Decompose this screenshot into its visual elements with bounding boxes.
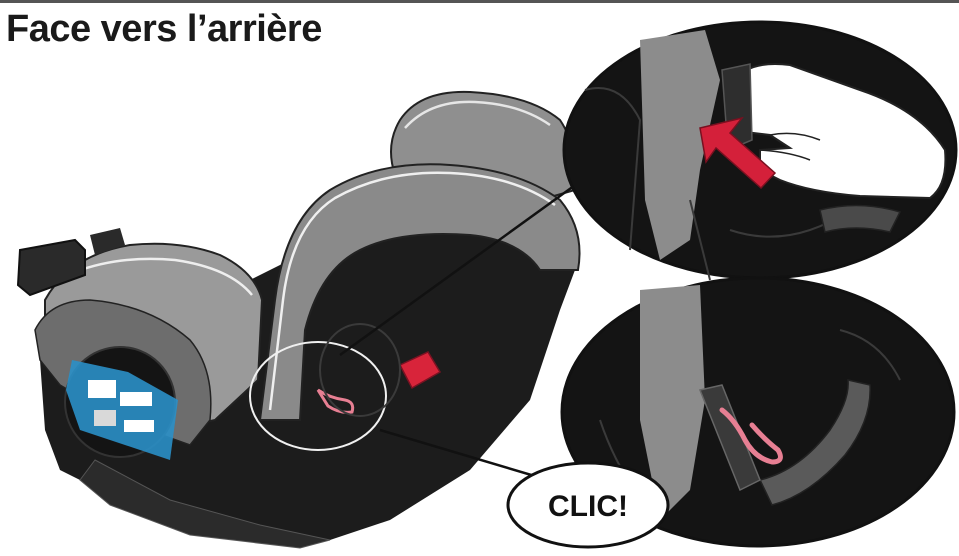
clic-label: CLIC!	[548, 490, 628, 523]
front-grip	[16, 238, 86, 297]
red-release-button	[398, 351, 442, 390]
car-seat	[16, 90, 581, 549]
top-divider	[0, 0, 959, 3]
zoom-source-circle	[249, 341, 387, 451]
upward-arrow-icon	[699, 116, 777, 190]
seat-base	[79, 459, 331, 549]
hand-icon	[728, 63, 947, 200]
latch-connector-icon	[316, 388, 355, 414]
zoom-circle-push	[562, 20, 958, 281]
zoom-circle-click	[560, 276, 956, 548]
clic-callout: CLIC!	[506, 461, 670, 549]
page-title: Face vers l’arrière	[6, 8, 322, 50]
backrest-wing	[258, 163, 581, 421]
leader-line-top	[339, 181, 579, 357]
latch-hook-icon	[719, 407, 783, 465]
tether-strap	[758, 379, 871, 506]
instruction-label	[64, 346, 178, 460]
